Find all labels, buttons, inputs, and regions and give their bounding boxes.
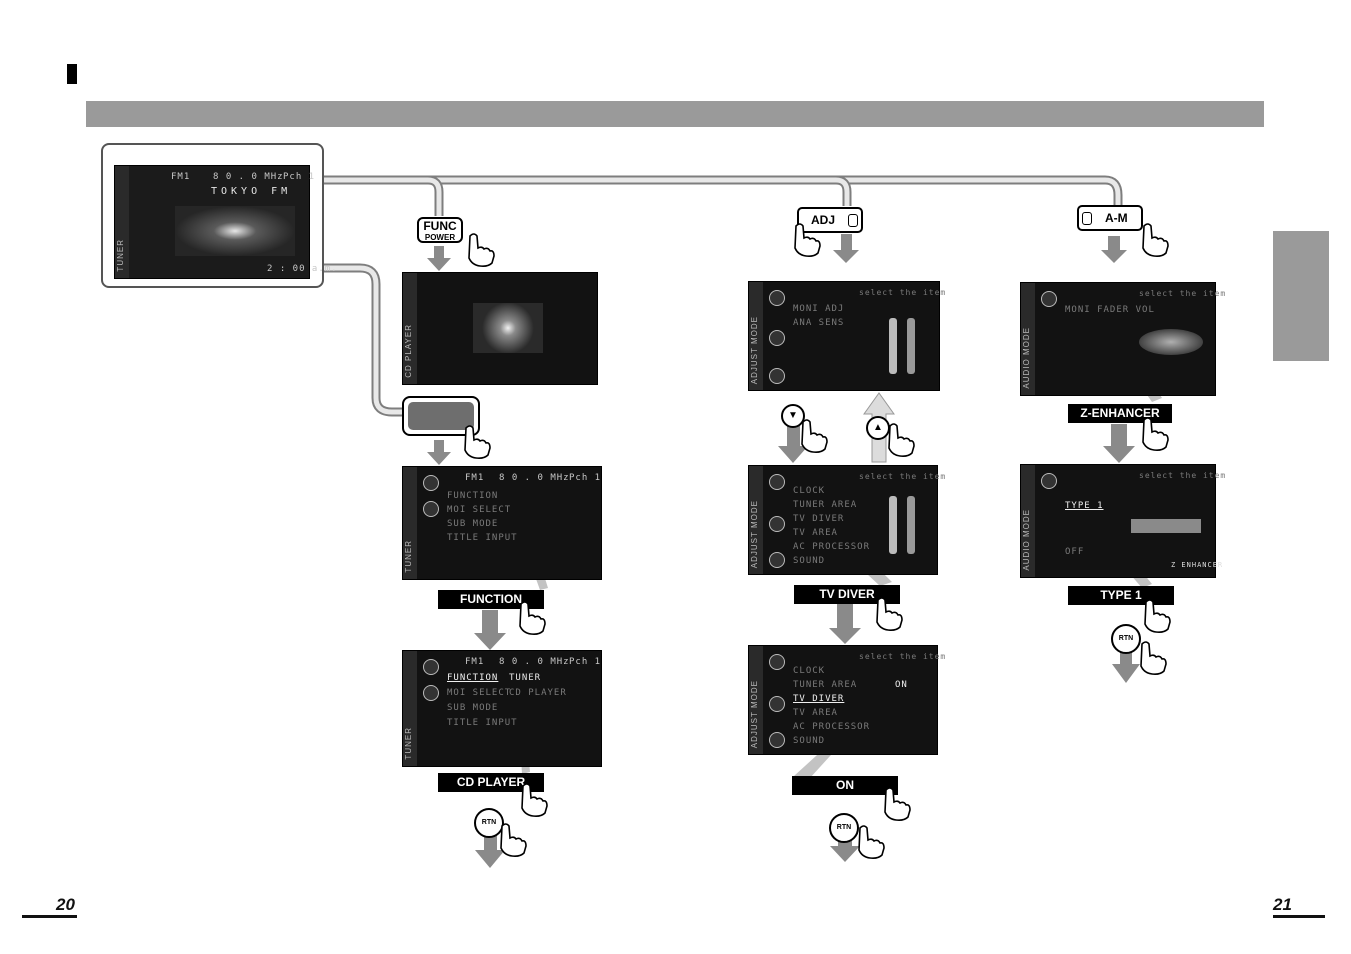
hand-pointer-icon [1144, 599, 1171, 633]
cd-player-screen: CD PLAYER [402, 272, 598, 385]
menu-item: SUB MODE [447, 703, 499, 713]
frequency-readout: 8 0 . 0 MHz [213, 172, 284, 182]
rtn-button[interactable]: RTN [829, 813, 859, 843]
adjust-screen-2: ADJUST MODE select the item CLOCK TUNER … [748, 465, 945, 575]
band-readout: FM1 [171, 172, 191, 182]
up-button[interactable]: ▲ [866, 416, 890, 440]
function-label: FUNCTION [438, 590, 544, 609]
a-m-button[interactable]: A-M [1077, 205, 1143, 231]
audio-screen-1: AUDIO MODE select the item MONI FADER VO… [1020, 282, 1225, 396]
page-number-right: 21 [1273, 895, 1292, 914]
page-number-left: 20 [56, 895, 75, 914]
func-power-button[interactable]: FUNC POWER [417, 217, 463, 243]
menu-item: FUNCTION [447, 491, 499, 501]
adjust-screen-3: ADJUST MODE select the item CLOCK TUNER … [748, 645, 945, 755]
rtn-button[interactable]: RTN [474, 808, 504, 838]
hand-pointer-icon [876, 597, 903, 631]
hand-pointer-icon [500, 823, 527, 857]
clock-readout: 2 : 00 a.m. [267, 264, 338, 274]
on-label: ON [792, 776, 898, 795]
hand-pointer-icon [519, 601, 546, 635]
hand-pointer-icon [1142, 417, 1169, 451]
menu-item: TITLE INPUT [447, 533, 518, 543]
page-rule-left [22, 915, 77, 918]
hand-pointer-icon [888, 423, 915, 457]
adj-button[interactable]: ADJ [797, 207, 863, 233]
menu-item: FUNCTION [447, 673, 499, 683]
hand-pointer-icon [1142, 223, 1169, 257]
pch-readout: Pch 1 [283, 172, 316, 182]
section-header-bar [86, 101, 1264, 127]
station-name: TOKYO FM [211, 186, 292, 197]
hand-pointer-icon [468, 233, 495, 267]
power-label: POWER [424, 233, 456, 242]
audio-screen-2: AUDIO MODE select the item TYPE 1 OFF Z … [1020, 464, 1225, 578]
option-item: CD PLAYER [509, 688, 567, 698]
rtn-button[interactable]: RTN [1111, 624, 1141, 654]
side-index-tab [1273, 231, 1329, 361]
adjust-screen-1: ADJUST MODE select the item MONI ADJ ANA… [748, 281, 945, 391]
tv-diver-label: TV DIVER [794, 585, 900, 604]
section-marker [67, 64, 77, 84]
hand-pointer-icon [858, 825, 885, 859]
hand-pointer-icon [794, 223, 821, 257]
main-screen: TUNER FM1 8 0 . 0 MHz Pch 1 TOKYO FM 2 :… [114, 165, 337, 279]
down-button[interactable]: ▼ [781, 404, 805, 428]
func-label: FUNC [423, 219, 457, 233]
option-item: TUNER [509, 673, 542, 683]
menu-item: MOI SELECT [447, 505, 512, 515]
function-submenu-screen: TUNER FM1 8 0 . 0 MHz Pch 1 FUNCTION MOI… [402, 650, 602, 767]
menu-item: SUB MODE [447, 519, 499, 529]
cd-player-label: CD PLAYER [438, 773, 544, 792]
hand-pointer-icon [521, 783, 548, 817]
menu-item: MOI SELECT [447, 688, 512, 698]
hand-pointer-icon [801, 419, 828, 453]
hand-pointer-icon [1140, 641, 1167, 675]
hand-pointer-icon [464, 425, 491, 459]
menu-item: TITLE INPUT [447, 718, 518, 728]
hand-pointer-icon [884, 787, 911, 821]
blank-function-button[interactable] [402, 396, 480, 436]
down-arrows [427, 234, 1140, 868]
page-rule-right [1273, 915, 1325, 918]
function-menu-screen: TUNER FM1 8 0 . 0 MHz Pch 1 FUNCTION MOI… [402, 466, 602, 580]
